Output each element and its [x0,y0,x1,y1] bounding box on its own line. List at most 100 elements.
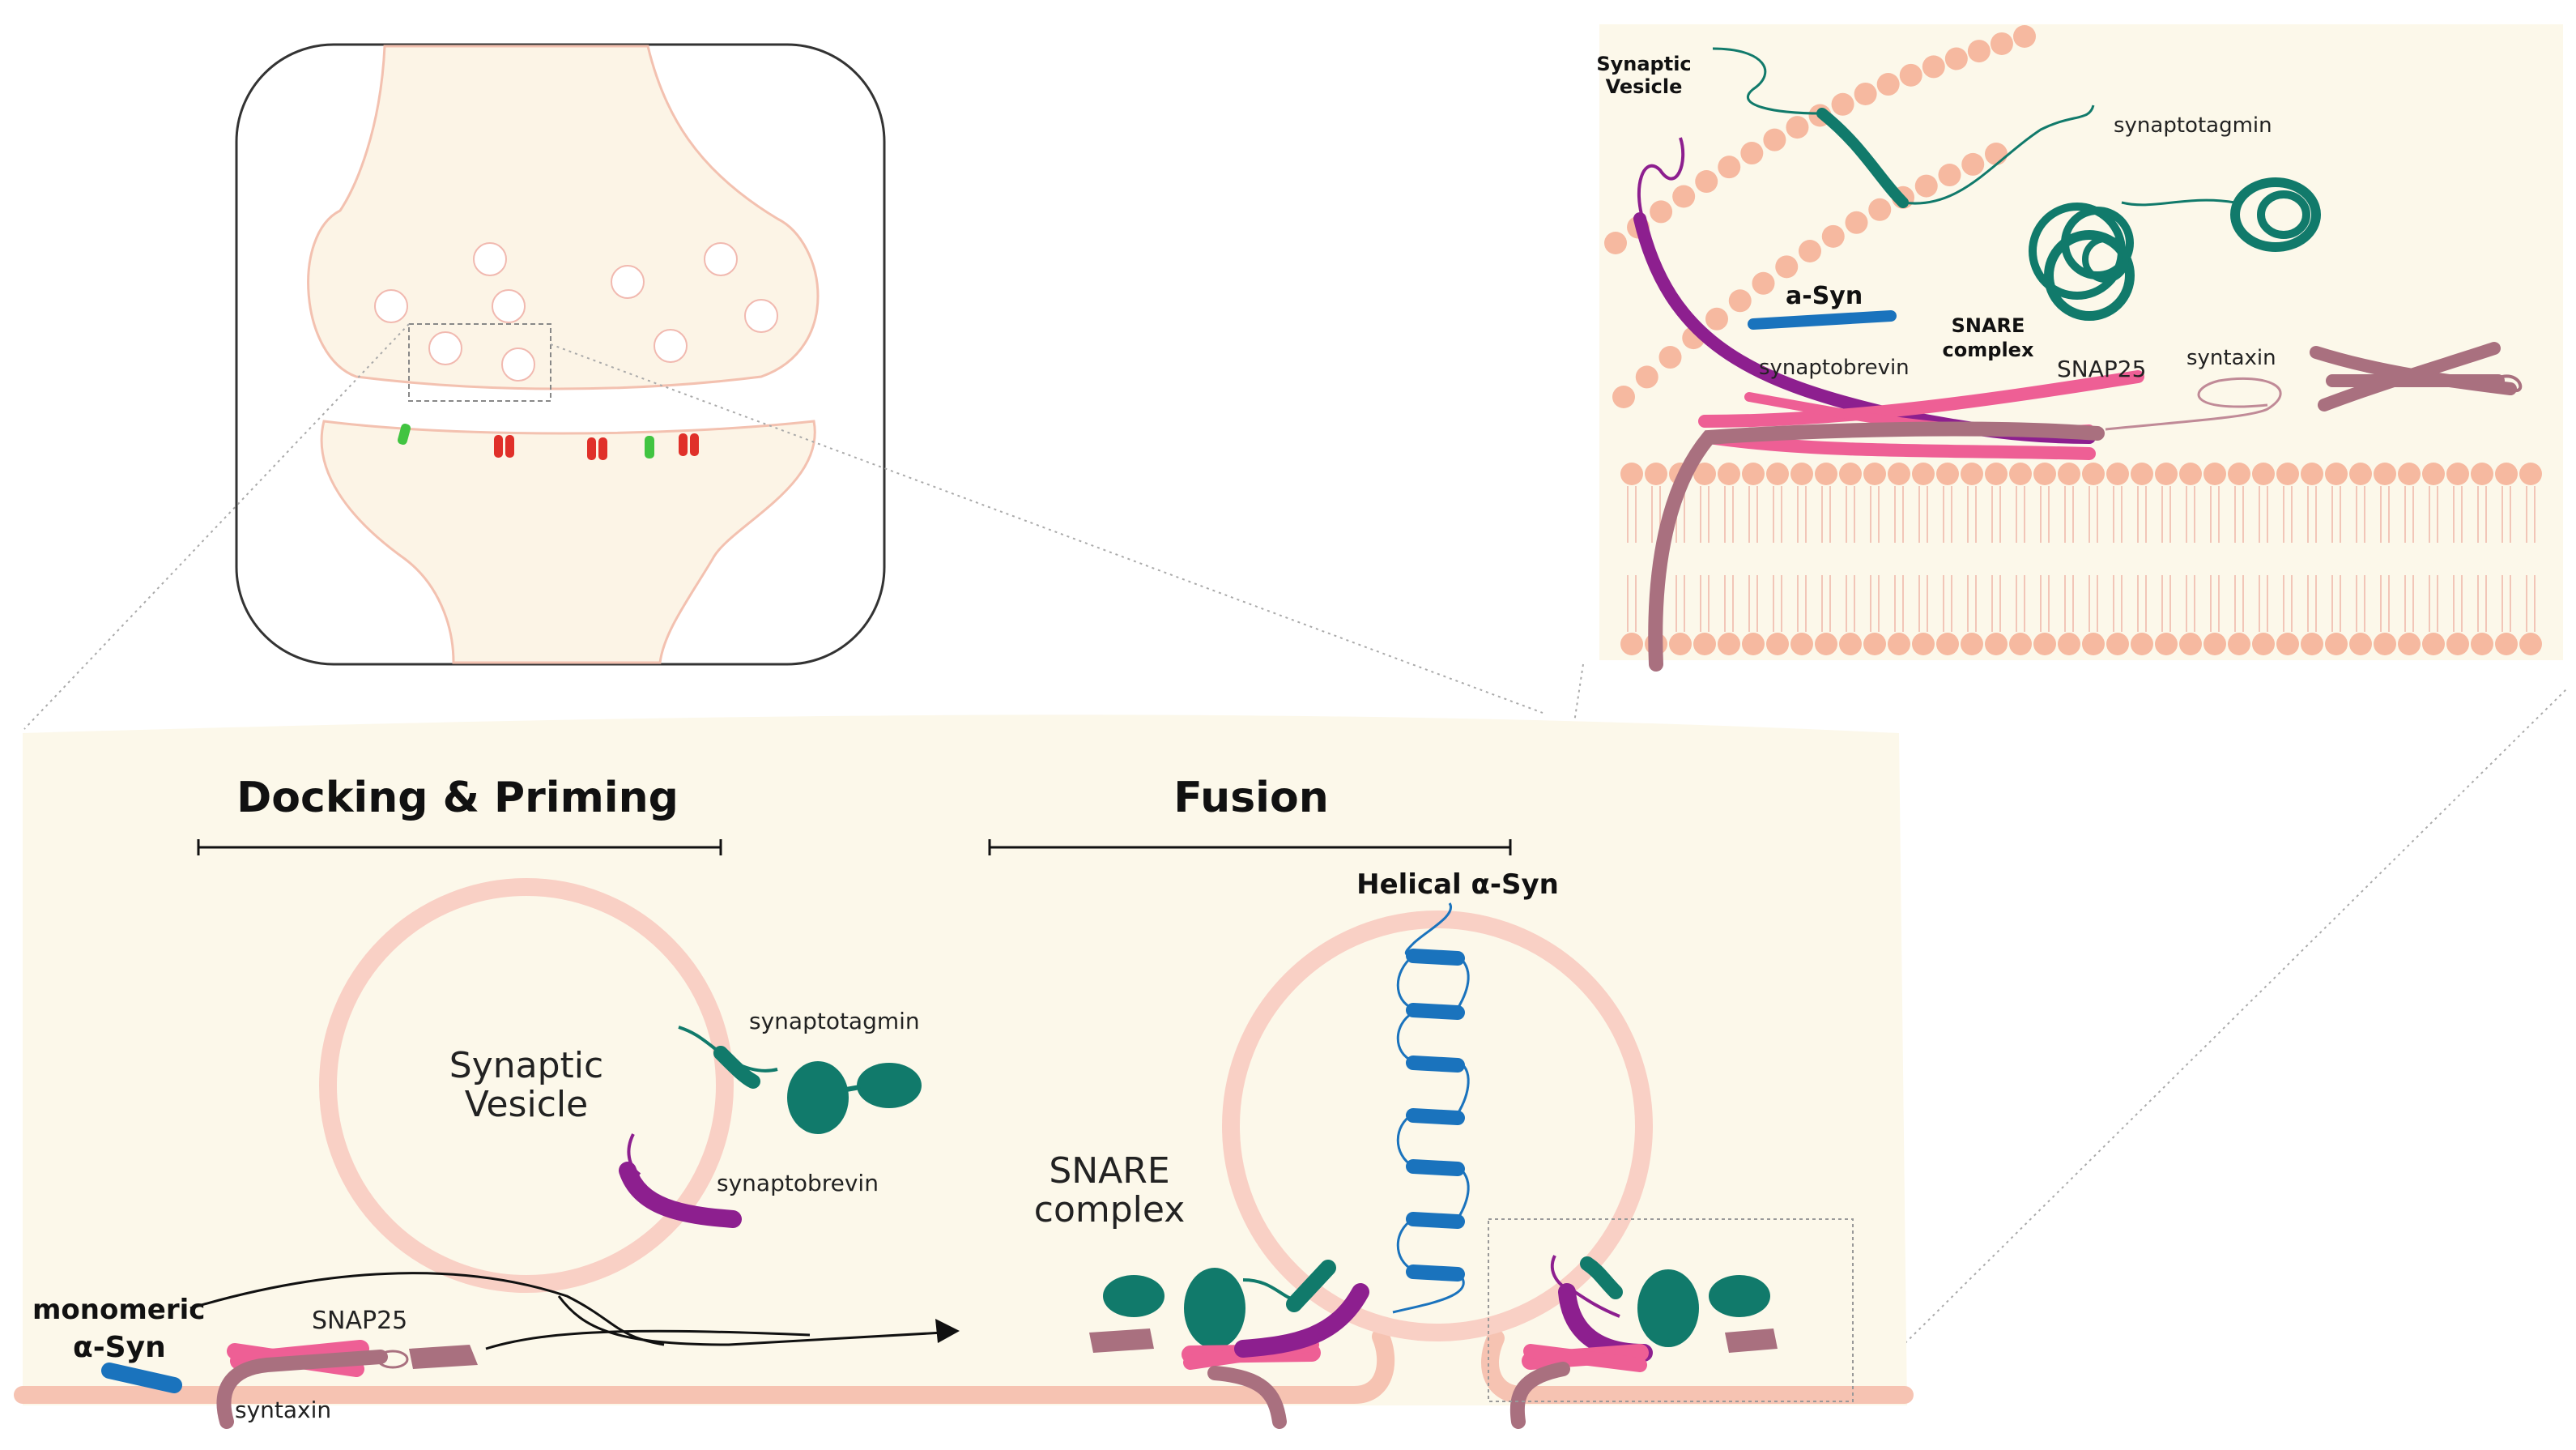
lipid-head [1985,463,2008,485]
lipid-head [2349,633,2372,655]
lipid-head [1831,92,1854,116]
lipid-head [2179,633,2202,655]
lipid-tail [2064,575,2074,632]
red-receptor [690,433,699,456]
lipid-tail [2161,486,2171,543]
lipid-head [2398,633,2421,655]
lipid-head [1854,82,1877,105]
lipid-head [1863,633,1886,655]
lipid-head [1839,463,1862,485]
lipid-tail [1724,575,1734,632]
lipid-head [2422,633,2445,655]
lipid-head [2325,633,2348,655]
vesicle [428,331,462,365]
lipid-tail [2137,486,2147,543]
overview-vesicles [374,242,778,382]
lipid-tail [2356,486,2365,543]
zoom-synaptotagmin [1712,47,2321,321]
lipid-head [1742,463,1765,485]
lipid-head [2495,463,2518,485]
vesicle [654,329,688,363]
lipid-tail [2526,486,2536,543]
lipid-tail [1943,486,1952,543]
synapse-overview-panel [235,43,886,666]
lipid-tail [2501,575,2511,632]
lipid-head [1658,346,1682,369]
lipid-tail [1894,486,1904,543]
lipid-head [1914,174,1938,198]
lipid-head [2301,463,2323,485]
lipid-head [1985,143,2008,165]
lipid-head [1742,633,1765,655]
lipid-head [2446,463,2469,485]
lipid-tail [1627,575,1637,632]
lipid-tail [2040,486,2050,543]
lipid-head [1799,240,1821,262]
lipid-tail [1700,486,1710,543]
lipid-head [2131,463,2153,485]
lipid-tail [1991,486,2001,543]
lipid-head [1766,463,1789,485]
lipid-tail [2234,575,2244,632]
lipid-head [1967,40,1991,63]
lipid-head [2422,463,2445,485]
zoom-synaptotagmin-label: synaptotagmin [2114,113,2272,138]
lipid-head [1786,116,1809,139]
plasma-membrane [14,1328,1395,1404]
helical-a-syn-label: Helical α-Syn [1356,868,1559,901]
synaptotagmin-protein [678,1026,922,1134]
lipid-head [1821,224,1845,248]
zoom-snap25 [1702,431,2096,460]
lipid-head [1888,633,1910,655]
lipid-tail [1918,486,1928,543]
lipid-head [2252,633,2275,655]
zoom-snap25 [1698,370,2144,428]
lipid-head [1620,633,1643,655]
lipid-tail [1870,486,1880,543]
lipid-tail [2210,575,2220,632]
vesicle [492,289,526,323]
lipid-head [1620,463,1643,485]
lipid-head [2301,633,2323,655]
lipid-head [1790,633,1813,655]
lipid-head [2106,463,2129,485]
lipid-tail [2259,486,2268,543]
green-receptor [645,436,654,458]
lipid-head [1912,463,1935,485]
lipid-tail [1748,575,1758,632]
lipid-head [2155,633,2178,655]
lipid-tail [2307,575,2317,632]
lipid-tail [2283,575,2293,632]
lipid-head [1863,463,1886,485]
lipid-tail [2526,575,2536,632]
lipid-head [1766,633,1789,655]
synaptotagmin-label: synaptotagmin [749,1008,920,1034]
lipid-tail [1870,575,1880,632]
transition-arrow [189,1272,960,1350]
lipid-head [2033,463,2056,485]
lipid-tail [2429,486,2438,543]
lipid-tail [1773,575,1782,632]
lipid-head [1728,289,1752,313]
docking-title: Docking & Priming [236,774,679,822]
lipid-head [2179,463,2202,485]
lipid-head [1705,307,1728,331]
red-receptor [505,435,514,458]
zoom-syntaxin [1648,421,2105,672]
lipid-tail [2404,575,2414,632]
lipid-tail [2477,575,2487,632]
lipid-tail [2331,575,2341,632]
lipid-head [1718,156,1741,179]
presynaptic-terminal [307,45,820,390]
lipid-tail [2113,486,2123,543]
lipid-head [2252,463,2275,485]
fusion-vesicle [1222,911,1653,1341]
lipid-head [1775,255,1799,279]
lipid-head [1961,152,1985,176]
monomeric-a-syn-label: α-Syn [73,1331,166,1364]
vesicle [501,348,535,382]
red-receptor [587,437,596,460]
lipid-head [2106,633,2129,655]
